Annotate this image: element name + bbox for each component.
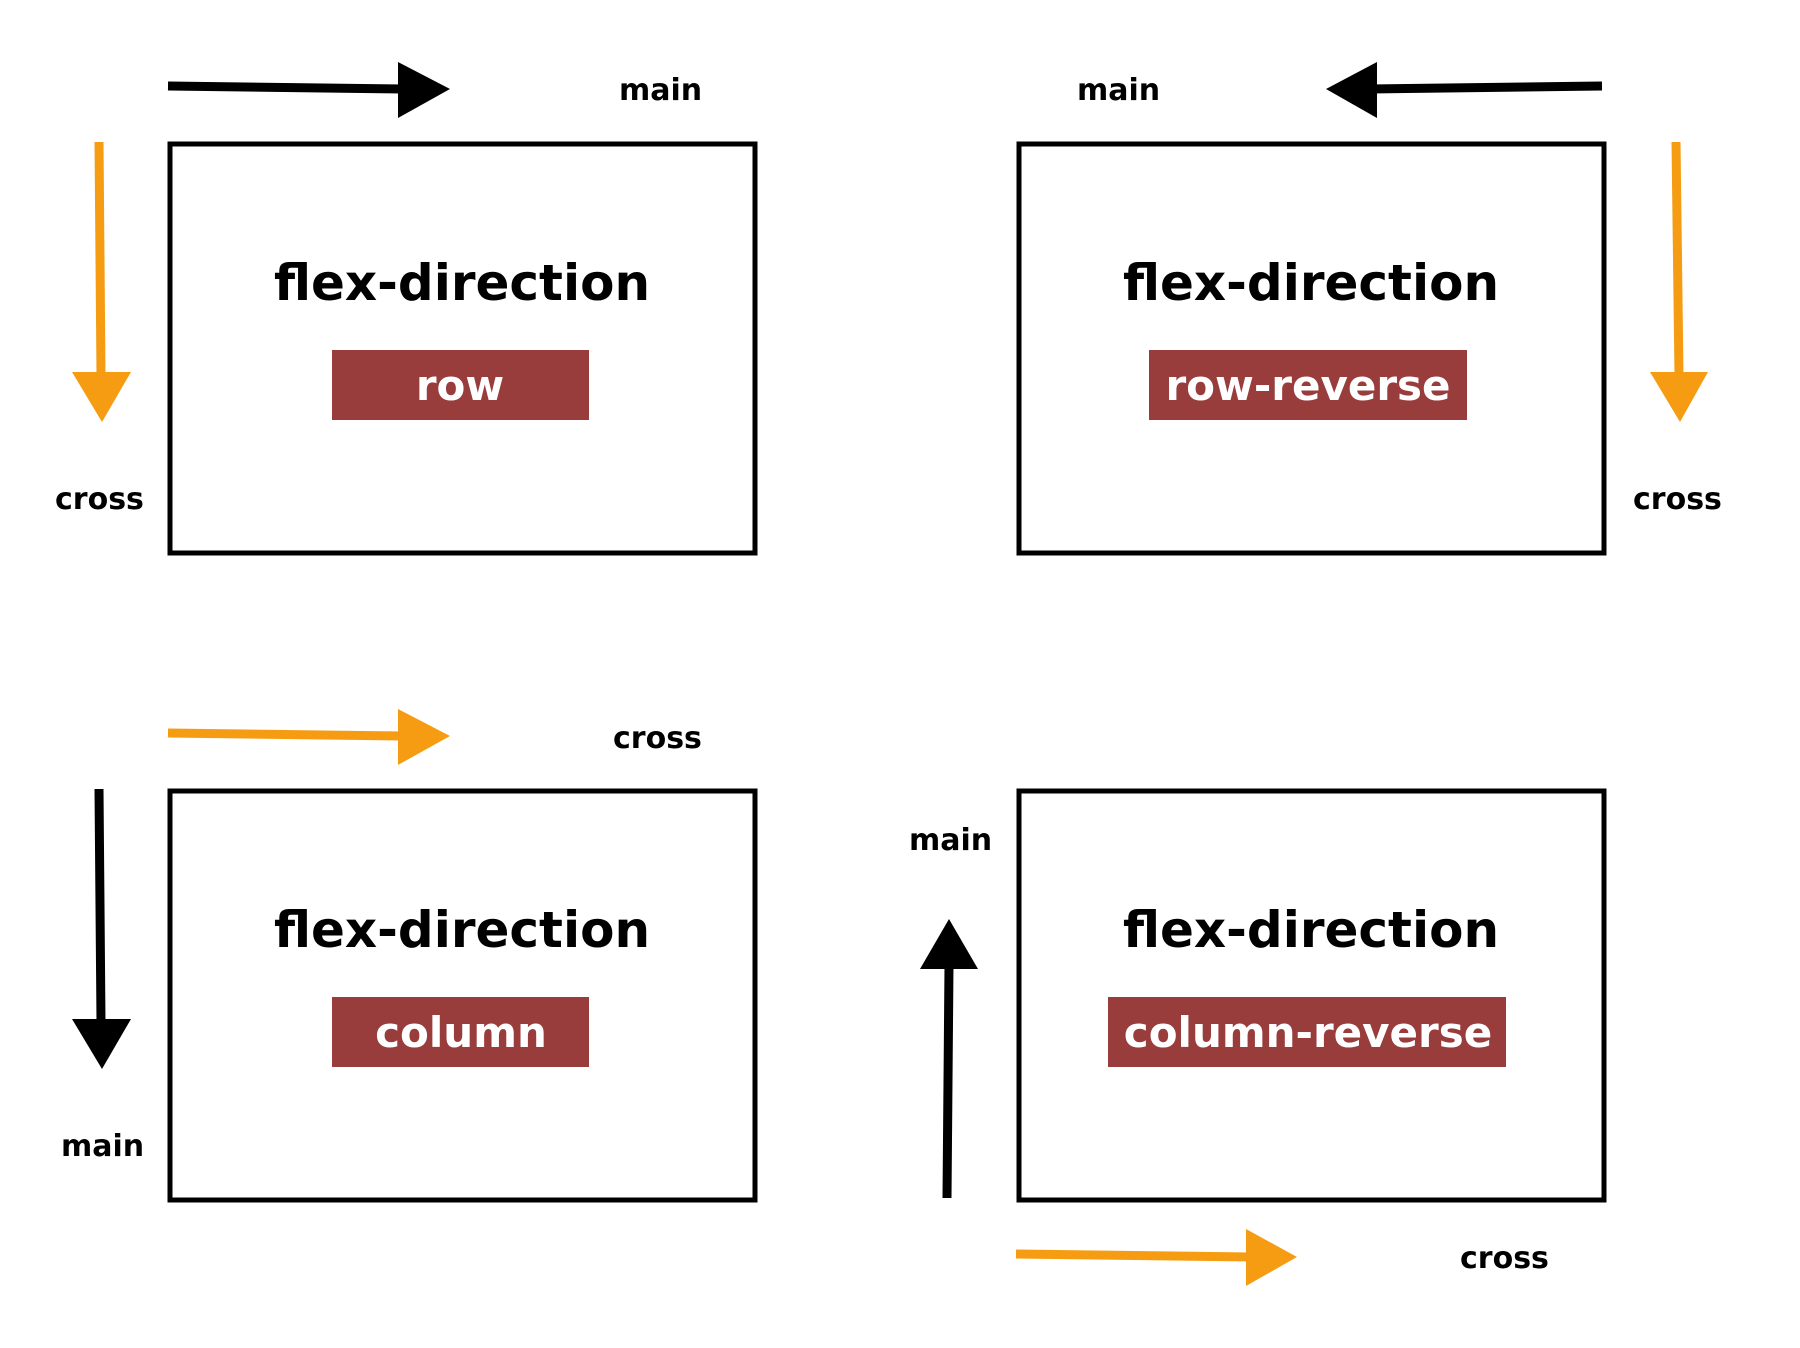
cross-axis-label: cross bbox=[613, 721, 702, 756]
cross-axis-arrow-right bbox=[167, 709, 450, 765]
cross-axis-arrow-right bbox=[1015, 1229, 1297, 1286]
flex-container-box bbox=[167, 788, 758, 1203]
flex-container-box bbox=[1016, 788, 1607, 1203]
box-title: flex-direction bbox=[1123, 901, 1499, 959]
cross-axis-label: cross bbox=[55, 482, 144, 517]
flex-container-box bbox=[167, 141, 758, 556]
value-badge-text: row-reverse bbox=[1165, 361, 1450, 410]
main-axis-arrow-left bbox=[1326, 62, 1603, 118]
main-axis-arrow-right bbox=[167, 62, 450, 118]
main-axis-arrow-up bbox=[920, 919, 978, 1199]
main-axis-label: main bbox=[61, 1129, 144, 1164]
main-axis-arrow-down bbox=[72, 788, 131, 1069]
value-badge bbox=[1149, 350, 1467, 420]
value-badge bbox=[1108, 997, 1506, 1067]
value-badge bbox=[332, 350, 589, 420]
cross-axis-arrow-down bbox=[1650, 141, 1708, 422]
panel-row: flex-direction row main cross bbox=[55, 62, 758, 556]
main-axis-label: main bbox=[909, 823, 992, 858]
value-badge-text: column bbox=[375, 1008, 547, 1057]
panel-row-reverse: flex-direction row-reverse main cross bbox=[1016, 62, 1722, 556]
cross-axis-arrow-down bbox=[72, 141, 131, 422]
cross-axis-label: cross bbox=[1633, 482, 1722, 517]
value-badge-text: row bbox=[416, 361, 504, 410]
flex-container-box bbox=[1016, 141, 1607, 556]
box-title: flex-direction bbox=[274, 254, 650, 312]
panel-column-reverse: flex-direction column-reverse main cross bbox=[909, 788, 1607, 1286]
cross-axis-label: cross bbox=[1460, 1241, 1549, 1276]
value-badge bbox=[332, 997, 589, 1067]
main-axis-label: main bbox=[619, 73, 702, 108]
main-axis-label: main bbox=[1077, 73, 1160, 108]
box-title: flex-direction bbox=[1123, 254, 1499, 312]
panel-column: flex-direction column cross main bbox=[61, 709, 758, 1203]
value-badge-text: column-reverse bbox=[1124, 1008, 1492, 1057]
box-title: flex-direction bbox=[274, 901, 650, 959]
